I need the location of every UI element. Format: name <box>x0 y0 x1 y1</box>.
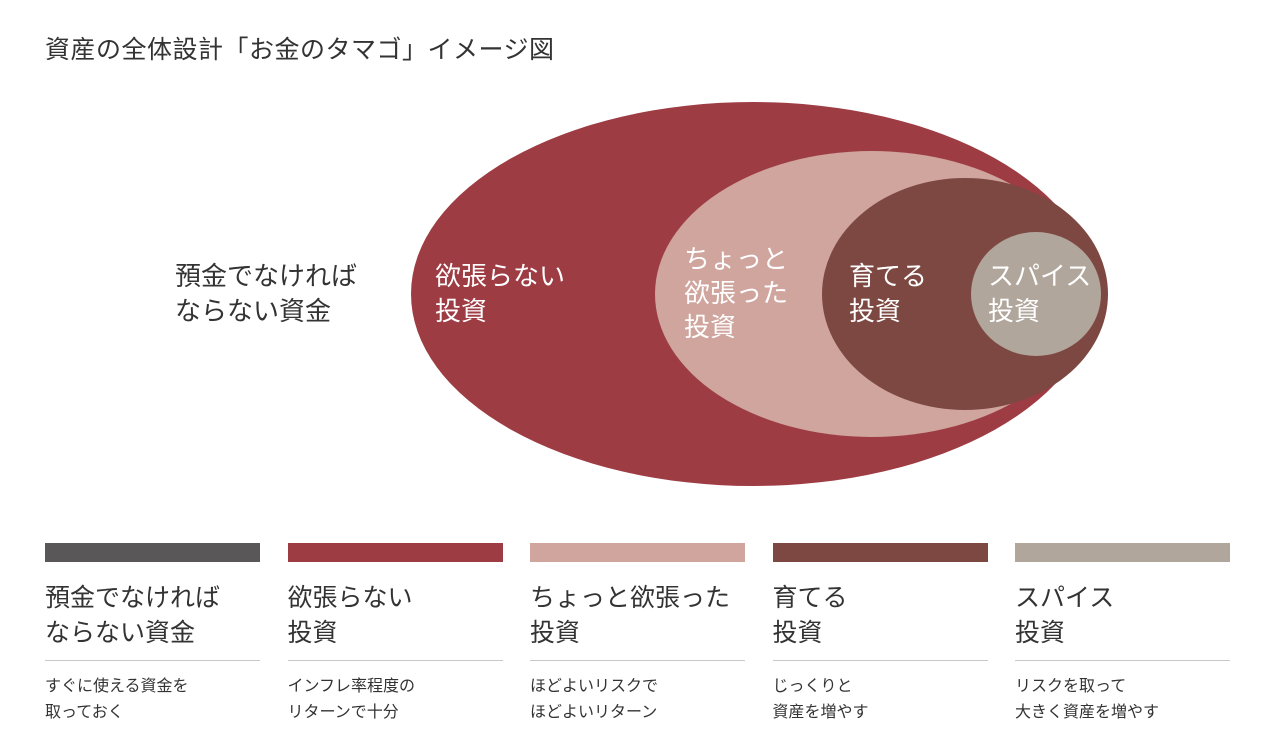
outside-label: 預金でなければ ならない資金 <box>175 262 365 327</box>
egg-spice-label: スパイス 投資 <box>988 262 1100 327</box>
legend-description: すぐに使える資金を 取っておく <box>45 676 189 721</box>
egg-label-line: 欲張った <box>684 279 788 309</box>
legend-divider <box>530 660 745 661</box>
legend-divider <box>772 660 988 661</box>
egg-label-line: 投資 <box>849 297 901 327</box>
legend-color-bar <box>287 543 503 562</box>
egg-label-line: ちょっと <box>684 245 788 275</box>
egg-spice <box>971 232 1101 356</box>
legend-item-sodateru: 育てる 投資 じっくりと 資産を増やす <box>772 543 988 725</box>
page-title: 資産の全体設計「お金のタマゴ」イメージ図 <box>45 35 555 64</box>
egg-label-line: 投資 <box>988 297 1040 327</box>
legend-name: 欲張らない 投資 <box>287 583 413 647</box>
legend-divider <box>45 660 260 661</box>
egg-label-line: 欲張らない <box>435 262 565 292</box>
legend-divider <box>287 660 503 661</box>
legend-color-bar <box>45 543 260 562</box>
legend-item-yokubaranai: 欲張らない 投資 インフレ率程度の リターンで十分 <box>287 543 503 725</box>
legend-item-spice: スパイス 投資 リスクを取って 大きく資産を増やす <box>1015 543 1230 725</box>
legend-color-bar <box>772 543 988 562</box>
legend-name: 育てる 投資 <box>772 583 848 647</box>
egg-chotto-label: ちょっと 欲張った 投資 <box>684 245 796 343</box>
legend-color-bar <box>1015 543 1230 562</box>
legend-description: ほどよいリスクで ほどよいリターン <box>530 676 659 721</box>
egg-label-line: 投資 <box>435 297 487 327</box>
legend-color-bar <box>530 543 745 562</box>
legend-description: インフレ率程度の リターンで十分 <box>287 676 416 721</box>
legend-description: じっくりと 資産を増やす <box>772 676 869 721</box>
outside-label-line: 預金でなければ <box>175 262 357 292</box>
egg-yokubaranai-label: 欲張らない 投資 <box>435 262 573 327</box>
legend-item-yokin: 預金でなければ ならない資金 すぐに使える資金を 取っておく <box>45 543 260 725</box>
egg-label-line: 投資 <box>684 313 736 343</box>
legend-name: スパイス 投資 <box>1015 583 1115 647</box>
egg-label-line: スパイス <box>988 262 1091 292</box>
legend-divider <box>1015 660 1230 661</box>
legend-name: 預金でなければ ならない資金 <box>45 583 221 647</box>
legend-item-chotto-yokubatta: ちょっと欲張った 投資 ほどよいリスクで ほどよいリターン <box>530 543 745 725</box>
money-egg-diagram: 預金でなければ ならない資金 欲張らない 投資 ちょっと 欲張った 投資 育てる… <box>175 102 1108 486</box>
legend-name: ちょっと欲張った 投資 <box>530 583 731 647</box>
legend-description: リスクを取って 大きく資産を増やす <box>1015 676 1160 721</box>
legend: 預金でなければ ならない資金 すぐに使える資金を 取っておく 欲張らない 投資 … <box>45 543 1230 725</box>
egg-sodateru-label: 育てる 投資 <box>849 262 935 327</box>
egg-label-line: 育てる <box>849 262 927 292</box>
outside-label-line: ならない資金 <box>175 297 331 327</box>
